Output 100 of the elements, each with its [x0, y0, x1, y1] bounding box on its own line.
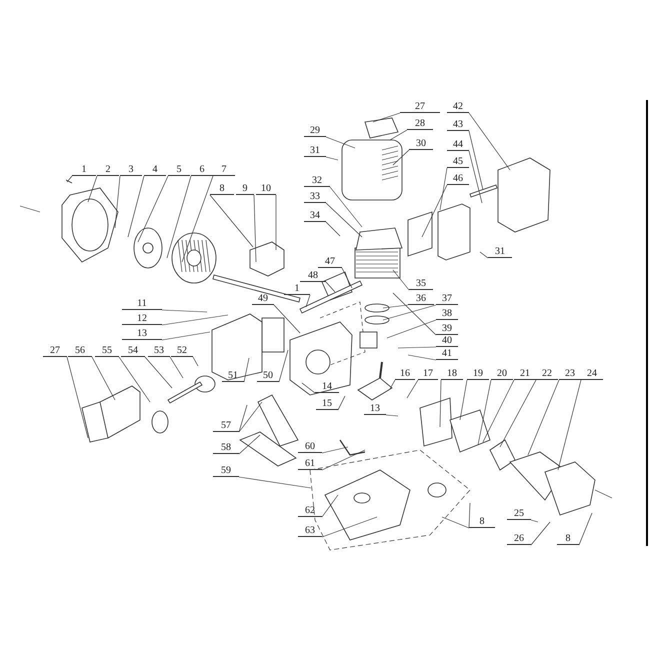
callout-number: 49: [252, 293, 274, 305]
leader-line: [468, 502, 470, 528]
callout-number: 37: [436, 293, 458, 305]
callout-number: 30: [409, 138, 433, 150]
callout-number: 46: [447, 173, 469, 185]
callout-number: 48: [300, 270, 326, 282]
leader-line: [88, 176, 98, 202]
callout-number: 40: [436, 335, 458, 347]
callout-number: 8: [210, 183, 234, 195]
leader-line: [342, 268, 352, 288]
callout-number: 55: [95, 345, 119, 357]
callout-number: 8: [557, 533, 579, 545]
leader-line: [386, 414, 398, 416]
leader-line: [558, 380, 582, 470]
callout-number: 4: [144, 164, 166, 176]
leader-line: [478, 380, 492, 446]
callout-number: 27: [400, 101, 440, 113]
leader-line: [460, 380, 468, 420]
callout-number: 63: [298, 525, 322, 537]
callout-number: 57: [213, 420, 239, 432]
callout-number: 17: [418, 368, 438, 380]
leader-line: [382, 304, 436, 320]
callout-number: 1: [72, 164, 96, 176]
leader-line: [274, 304, 300, 334]
callout-number: 11: [122, 298, 162, 310]
callout-number: 60: [298, 441, 322, 453]
callout-number: 28: [407, 118, 433, 130]
leader-line: [398, 346, 436, 348]
leader-line: [468, 130, 484, 190]
leader-line: [468, 150, 482, 204]
callout-number: 5: [168, 164, 190, 176]
callout-number: 13: [364, 403, 386, 415]
callout-number: 43: [447, 119, 469, 131]
callout-number: 22: [536, 368, 558, 380]
leader-line: [322, 494, 338, 518]
leader-line: [408, 354, 436, 360]
leader-line: [500, 380, 536, 448]
callout-number: 26: [507, 533, 531, 545]
callout-number: 7: [213, 164, 235, 176]
callout-number: 38: [436, 308, 458, 320]
leader-line: [210, 194, 254, 248]
callout-number: 62: [298, 505, 322, 517]
callout-number: 19: [467, 368, 489, 380]
leader-line: [238, 476, 312, 488]
leader-line: [326, 136, 356, 148]
callout-number: 2: [97, 164, 119, 176]
leader-line: [392, 270, 410, 290]
leader-line: [66, 176, 72, 182]
callout-number: 56: [68, 345, 92, 357]
leader-line: [468, 112, 510, 170]
leader-line: [386, 320, 436, 338]
leader-line: [166, 176, 192, 258]
leader-line: [372, 112, 400, 122]
leader-line: [118, 356, 150, 402]
callout-number: 21: [514, 368, 536, 380]
leader-line: [170, 356, 184, 378]
callout-number: 33: [304, 191, 326, 203]
callout-number: 58: [213, 442, 239, 454]
callout-number: 35: [409, 278, 433, 290]
callout-number: 32: [304, 175, 330, 187]
leader-line: [238, 402, 262, 432]
leader-line: [406, 380, 418, 398]
leader-line: [162, 314, 228, 326]
leader-line: [322, 516, 378, 538]
leader-line: [238, 404, 248, 432]
leader-line: [530, 522, 550, 546]
leader-line: [66, 356, 88, 438]
callout-number: 50: [257, 370, 279, 382]
callout-number: 8: [469, 516, 495, 528]
leader-line: [322, 446, 348, 454]
callout-number: 34: [304, 210, 326, 222]
leader-line: [138, 176, 168, 242]
leader-line: [528, 380, 560, 456]
callout-number: 44: [447, 139, 469, 151]
leader-line: [578, 512, 592, 546]
leader-line: [442, 516, 470, 528]
callout-number: 61: [298, 458, 322, 470]
leader-line: [326, 222, 340, 236]
callout-number: 52: [171, 345, 193, 357]
callout-number: 25: [507, 508, 531, 520]
leader-line: [244, 358, 250, 382]
leader-line: [182, 176, 214, 262]
callout-number: 36: [408, 293, 434, 305]
leader-line: [278, 350, 288, 382]
leader-line: [482, 380, 514, 442]
callout-number: 53: [148, 345, 170, 357]
leader-line: [390, 130, 408, 140]
leader-line: [382, 304, 408, 308]
callout-number: 6: [191, 164, 213, 176]
leader-line: [144, 356, 172, 388]
callout-number: 9: [236, 183, 254, 195]
leader-line: [238, 434, 260, 454]
leader-line: [302, 382, 316, 394]
leader-line: [440, 168, 448, 210]
callout-number: 14: [315, 381, 339, 393]
leader-line: [390, 380, 396, 390]
callout-number: 54: [121, 345, 145, 357]
leader-line: [530, 520, 538, 522]
leader-line: [306, 294, 310, 308]
leader-line: [326, 156, 338, 160]
